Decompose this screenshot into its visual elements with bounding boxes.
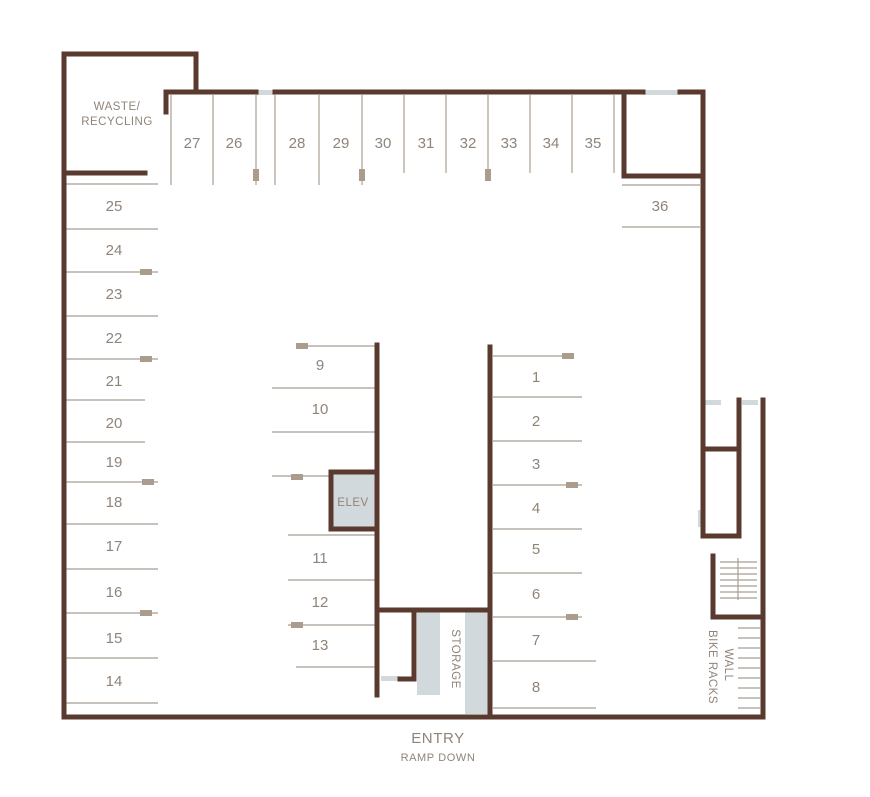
stall-23: 23 [106, 286, 123, 303]
stall-28: 28 [289, 135, 306, 152]
stall-22: 22 [106, 330, 123, 347]
stall-1: 1 [532, 369, 540, 386]
stall-30: 30 [375, 135, 392, 152]
storage-fill-right [465, 612, 489, 714]
stall-14: 14 [106, 673, 123, 690]
stall-3: 3 [532, 456, 540, 473]
waste-recycling-label-2: RECYCLING [81, 116, 153, 128]
stall-24: 24 [106, 242, 123, 259]
stall-10: 10 [312, 401, 329, 418]
car-stop-markers [140, 169, 578, 628]
stall-16: 16 [106, 584, 123, 601]
opening-right-a [705, 400, 721, 405]
waste-recycling-label: WASTE/ [94, 101, 141, 113]
stall-20: 20 [106, 415, 123, 432]
stall-31: 31 [418, 135, 435, 152]
opening-top-b [643, 90, 680, 95]
stall-17: 17 [106, 538, 123, 555]
stall-35: 35 [585, 135, 602, 152]
stall-36: 36 [652, 198, 669, 215]
opening-top-a [256, 90, 275, 95]
storage-fill-left [417, 612, 440, 695]
opening-right-b [742, 400, 758, 405]
stall-19: 19 [106, 454, 123, 471]
storage-label: STORAGE [449, 629, 461, 689]
stall-27: 27 [184, 135, 201, 152]
stall-21: 21 [106, 373, 123, 390]
stall-numbers: 1 2 3 4 5 6 7 8 9 10 11 12 13 14 15 16 1… [106, 135, 669, 696]
stall-15: 15 [106, 630, 123, 647]
stall-33: 33 [501, 135, 518, 152]
stall-18: 18 [106, 494, 123, 511]
stall-32: 32 [460, 135, 477, 152]
stall-11: 11 [312, 550, 328, 567]
stall-2: 2 [532, 413, 540, 430]
wall-label: WALL [722, 649, 734, 682]
stall-6: 6 [532, 586, 540, 603]
stall-26: 26 [226, 135, 243, 152]
stall-29: 29 [333, 135, 350, 152]
elevator-label: ELEV [337, 497, 368, 509]
opening-storage [381, 676, 399, 681]
stall-5: 5 [532, 541, 540, 558]
stall-7: 7 [532, 632, 540, 649]
stall-8: 8 [532, 679, 540, 696]
ramp-down-label: RAMP DOWN [401, 752, 476, 764]
stall-34: 34 [543, 135, 560, 152]
walls [61, 51, 766, 720]
stall-25: 25 [106, 198, 123, 215]
stall-13: 13 [312, 637, 329, 654]
stall-4: 4 [532, 500, 540, 517]
stall-9: 9 [316, 357, 324, 374]
bike-racks-label: BIKE RACKS [706, 630, 718, 704]
entry-label: ENTRY [411, 730, 465, 747]
stall-12: 12 [312, 594, 329, 611]
elevator-fill [331, 472, 375, 527]
